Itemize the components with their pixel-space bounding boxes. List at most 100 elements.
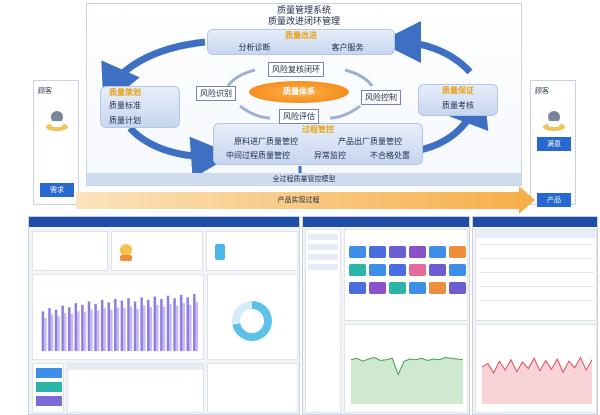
- status-tile[interactable]: [389, 246, 406, 258]
- bar: [83, 312, 87, 351]
- tile-panel: [344, 229, 468, 321]
- risk-assess-box: 风险评估: [279, 109, 319, 124]
- divider: [480, 286, 594, 287]
- planning-pill: 质量策划 质量标准 质量计划: [100, 86, 180, 128]
- bar: [114, 299, 117, 351]
- divider: [480, 244, 594, 245]
- bar: [193, 294, 196, 351]
- status-tile[interactable]: [349, 246, 366, 258]
- bar: [70, 313, 73, 351]
- title-line-1: 质量管理系统: [276, 6, 331, 16]
- bar: [160, 299, 163, 351]
- bar: [129, 306, 133, 351]
- side-menu-item[interactable]: [308, 254, 338, 260]
- bar: [41, 311, 45, 351]
- divider: [480, 300, 594, 301]
- model-bar: 全过程质量管控模型: [87, 173, 521, 185]
- detail-table-header: [476, 230, 596, 238]
- bar: [149, 307, 152, 351]
- side-menu-item[interactable]: [308, 264, 338, 270]
- customer-left-panel: 顾客 需求: [33, 80, 79, 205]
- abnormal-monitor-label: 异常监控: [314, 151, 346, 160]
- status-tile[interactable]: [429, 282, 446, 294]
- divider: [480, 272, 594, 273]
- bar: [48, 308, 51, 351]
- detail-table-panel: [475, 229, 597, 321]
- process-control-head: 过程管控: [302, 125, 334, 134]
- bar: [133, 301, 137, 351]
- risk-closed-loop-box: 风险复核闭环: [268, 62, 324, 77]
- line-chart: [481, 356, 593, 404]
- side-menu-item[interactable]: [308, 234, 338, 240]
- bar: [127, 298, 130, 351]
- bar: [100, 299, 104, 351]
- bar: [162, 306, 166, 351]
- risk-control-box: 风险控制: [361, 90, 401, 105]
- bar: [182, 303, 185, 351]
- bar: [90, 309, 93, 351]
- menu-tile-2[interactable]: [36, 382, 62, 392]
- status-tile[interactable]: [349, 264, 366, 276]
- status-tile[interactable]: [409, 246, 426, 258]
- bar: [54, 309, 58, 351]
- menu-tiles-panel: [32, 363, 64, 413]
- status-tile[interactable]: [449, 246, 466, 258]
- series-line: [350, 357, 464, 376]
- bar: [57, 316, 60, 351]
- product-button: 产品: [537, 193, 571, 207]
- bar: [77, 311, 80, 351]
- report-panel: [206, 231, 298, 271]
- bar: [140, 297, 143, 351]
- user-avatar-icon: [46, 111, 68, 131]
- status-tile[interactable]: [429, 246, 446, 258]
- status-tile[interactable]: [389, 264, 406, 276]
- bar: [156, 304, 159, 351]
- status-tile[interactable]: [369, 264, 386, 276]
- bar: [166, 295, 170, 351]
- bar: [103, 308, 106, 351]
- line-chart: [350, 357, 464, 404]
- side-menu-item[interactable]: [308, 244, 338, 250]
- phone-icon: [215, 244, 225, 260]
- bar-chart: [41, 284, 199, 352]
- status-tile[interactable]: [369, 282, 386, 294]
- pie-chart-panel: [207, 274, 298, 360]
- pie-slice: [232, 301, 272, 341]
- status-tile[interactable]: [349, 282, 366, 294]
- customer-service-label: 客户服务: [331, 43, 364, 52]
- status-tile[interactable]: [409, 282, 426, 294]
- menu-tile-3[interactable]: [36, 396, 62, 406]
- bar: [175, 305, 179, 351]
- nonconforming-disposal-label: 不合格处置: [370, 151, 410, 160]
- bar: [94, 303, 97, 351]
- notice-panel: [111, 231, 203, 271]
- line-area: [351, 357, 463, 404]
- quality-system-oval: 质量体系: [249, 81, 349, 103]
- series-line: [481, 356, 593, 375]
- bar: [116, 307, 120, 351]
- bar: [63, 313, 67, 351]
- diagram-title: 质量管理系统 质量改进闭环管理: [86, 6, 522, 28]
- line-area: [482, 357, 592, 404]
- bar: [146, 299, 150, 351]
- status-tile[interactable]: [429, 264, 446, 276]
- status-tile[interactable]: [389, 282, 406, 294]
- risk-identify-box: 风险识别: [196, 86, 236, 101]
- mascot-icon: [120, 244, 132, 261]
- assurance-head: 质量保证: [442, 86, 474, 95]
- bar: [61, 305, 64, 351]
- improvement-pill: 质量改进 分析诊断 客户服务: [207, 29, 395, 55]
- status-tile[interactable]: [409, 264, 426, 276]
- status-tile[interactable]: [369, 246, 386, 258]
- bar: [67, 307, 71, 351]
- improvement-head: 质量改进: [285, 31, 317, 40]
- status-tile[interactable]: [449, 282, 466, 294]
- bar: [44, 318, 47, 351]
- dashboard-header: [303, 217, 469, 227]
- status-tile[interactable]: [449, 264, 466, 276]
- demand-button: 需求: [40, 183, 74, 197]
- satisfaction-button: 满意: [537, 137, 571, 151]
- product-outgoing-control-label: 产品出厂质量管控: [338, 137, 402, 146]
- menu-tile-1[interactable]: [36, 368, 62, 378]
- bar: [169, 303, 172, 351]
